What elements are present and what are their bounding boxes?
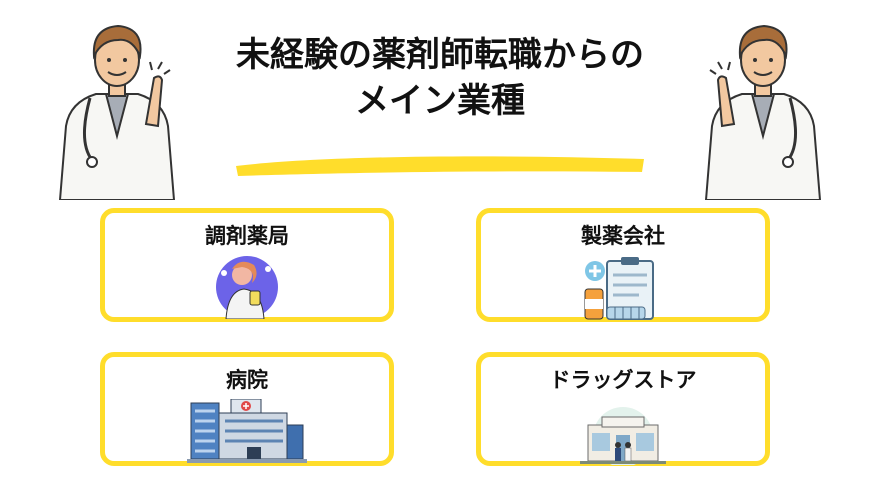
doctor-pointing-icon [704,24,822,200]
card-pharmaceutical-company[interactable]: 製薬会社 [476,208,770,322]
page-title: 未経験の薬剤師転職からの メイン業種 [150,32,730,124]
card-label: 病院 [226,368,268,392]
hospital-building-icon [187,399,307,463]
title-line-2: メイン業種 [355,81,525,121]
clipboard-medicine-icon [584,257,654,320]
card-label: 調剤薬局 [205,224,289,248]
pharmacist-icon [216,256,278,319]
pharmacy-store-icon [580,407,666,465]
card-label: ドラッグストア [549,368,697,392]
card-dispensing-pharmacy[interactable]: 調剤薬局 [100,208,394,322]
doctor-pointing-icon [58,24,176,200]
title-line-1: 未経験の薬剤師転職からの [236,35,644,75]
highlight-underline [236,156,644,176]
card-label: 製薬会社 [581,224,665,248]
card-hospital[interactable]: 病院 [100,352,394,466]
card-drugstore[interactable]: ドラッグストア [476,352,770,466]
